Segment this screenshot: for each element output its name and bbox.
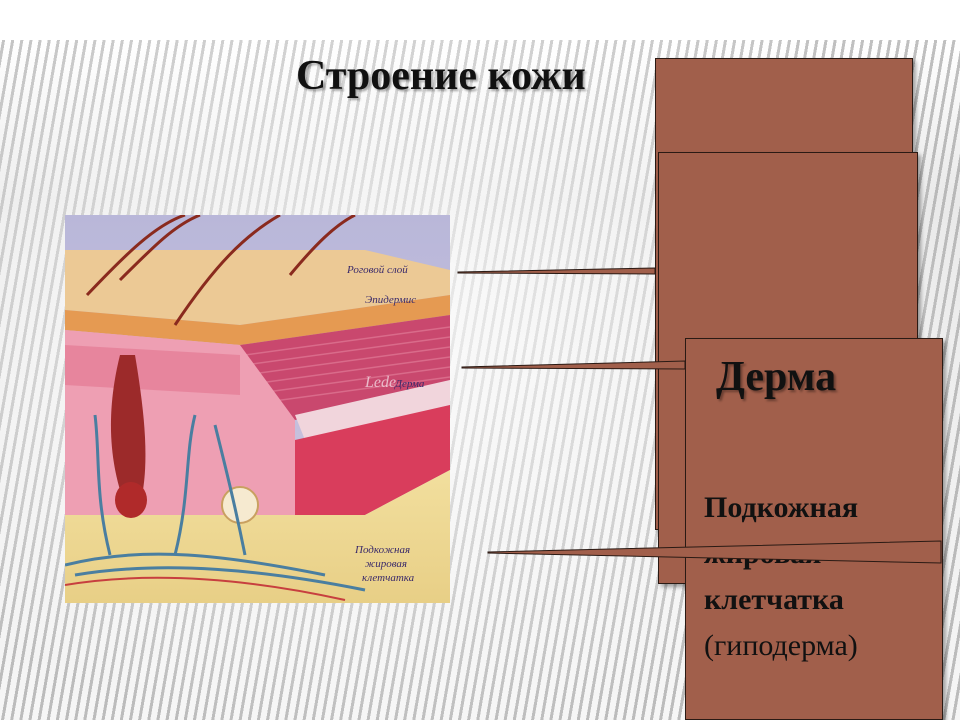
label-hypo-2: жировая [365,558,407,570]
hypodermis-line-4: (гиподерма) [704,629,858,662]
label-hypo-3: клетчатка [362,572,415,584]
label-hypo-1: Подкожная [354,544,410,556]
arteries [65,576,346,601]
derma-heading: Дерма [716,354,837,400]
skin-structure-illustration: Роговой слой Эпидермис Дерма Lede Подкож… [65,215,450,603]
hypodermis-text: Подкожная жировая клетчатка (гиподерма) [704,485,858,669]
slide-title: Строение кожи [296,53,586,99]
label-derma: Дерма [394,378,425,390]
illus-watermark: Lede [364,374,396,391]
epidermis-band [65,295,450,345]
hair-bulb [115,482,147,518]
label-epidermis: Эпидермис [365,294,416,306]
label-stratum-corneum: Роговой слой [346,264,408,276]
blood-vessels [65,414,366,592]
hair-shafts [85,215,356,326]
dermis-front-upper [65,345,240,395]
hypodermis-line-3: клетчатка [704,583,844,616]
skin-surface [65,250,450,325]
pointer-hypodermis [487,540,942,564]
reticular-dermis [295,405,450,515]
papillary-layer [295,380,450,440]
pointer-epidermis [457,267,656,275]
dermis-stripes [244,326,450,406]
hypodermis-line-1: Подкожная [704,491,859,524]
derma-card: Дерма Подкожная жировая клетчатка (гипод… [685,338,943,720]
hair-follicle [110,355,146,505]
pointer-derma [461,360,686,370]
hypodermis-layer [65,470,450,603]
top-band [0,0,960,40]
